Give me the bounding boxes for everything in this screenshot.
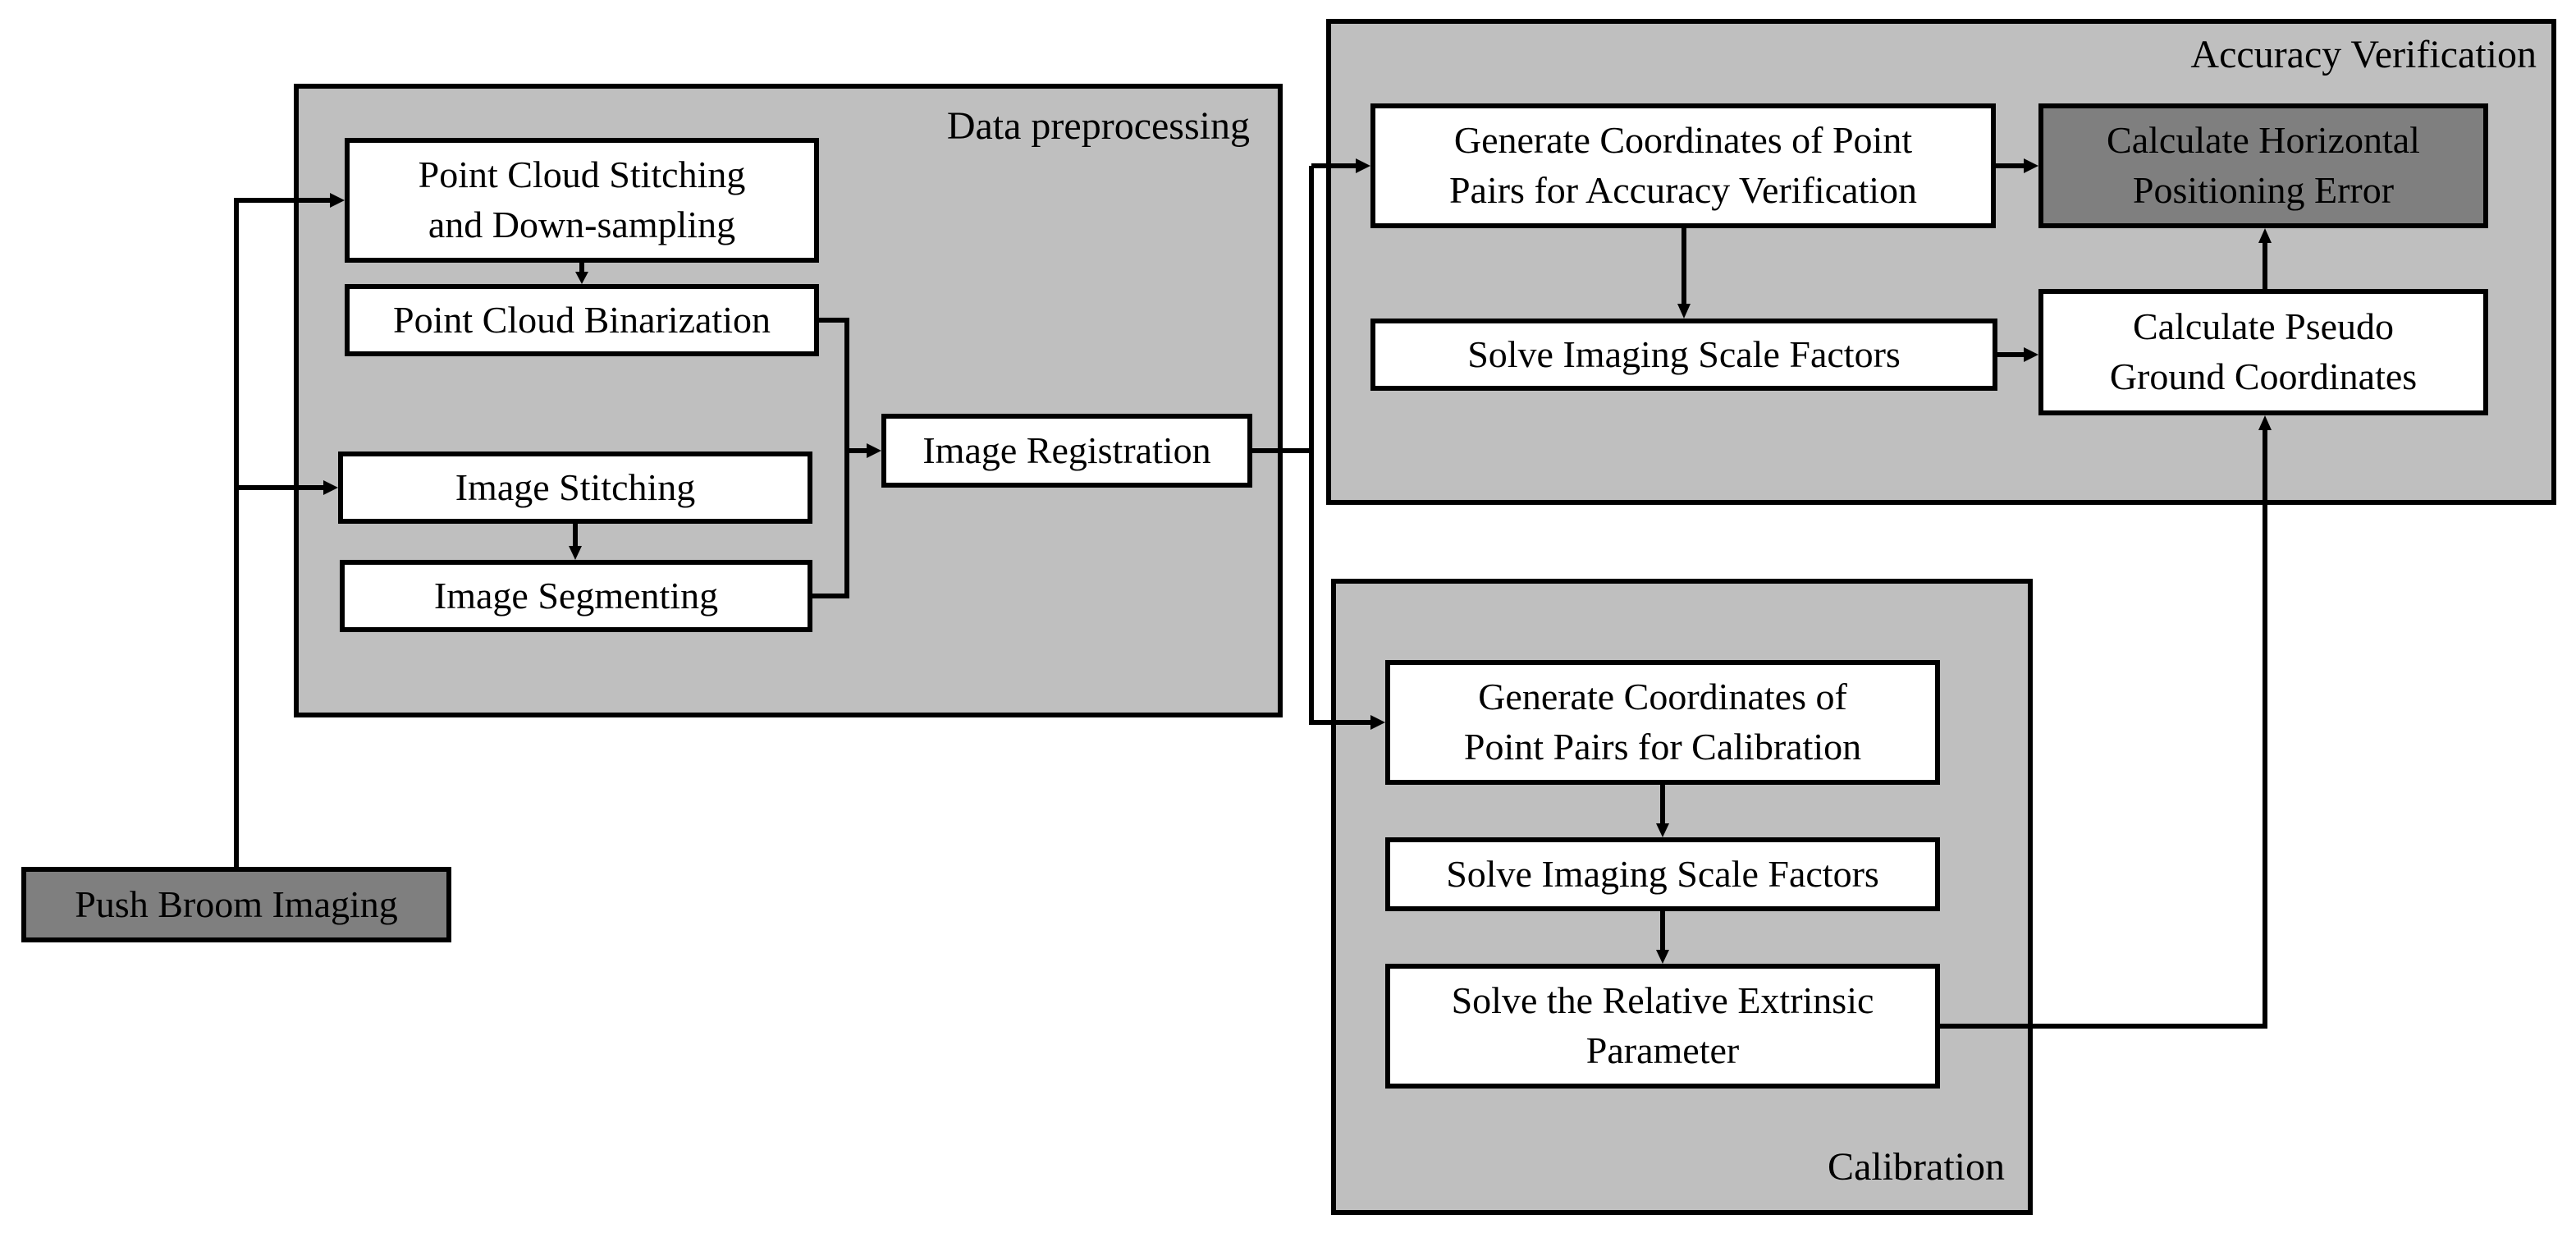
solve-relative-extrinsic-line1: Solve the Relative Extrinsic [1451,979,1874,1022]
image-segmenting-box: Image Segmenting [340,560,812,632]
image-registration-text: Image Registration [922,429,1211,471]
solve-scale-factors-calibration-text: Solve Imaging Scale Factors [1446,852,1879,895]
solve-scale-factors-calibration-box: Solve Imaging Scale Factors [1385,837,1940,911]
push-broom-imaging-box: Push Broom Imaging [21,867,451,942]
calculate-horizontal-positioning-error-line2: Positioning Error [2132,169,2395,211]
solve-scale-factors-accuracy-text: Solve Imaging Scale Factors [1467,332,1901,375]
calculate-horizontal-positioning-error-box: Calculate Horizontal Positioning Error [2038,103,2488,228]
calibration-label: Calibration [1828,1145,2005,1189]
point-cloud-stitching-line1: Point Cloud Stitching [418,154,746,196]
generate-calibration-point-pairs-line2: Point Pairs for Calibration [1463,726,1862,768]
calculate-horizontal-positioning-error-line1: Calculate Horizontal [2107,119,2420,162]
data-preprocessing-label: Data preprocessing [946,104,1250,148]
solve-relative-extrinsic-box: Solve the Relative Extrinsic Parameter [1385,964,1940,1089]
calculate-pseudo-ground-coordinates-line2: Ground Coordinates [2109,355,2418,397]
solve-relative-extrinsic-line2: Parameter [1585,1029,1740,1071]
calculate-pseudo-ground-coordinates-line1: Calculate Pseudo [2132,305,2395,348]
image-segmenting-text: Image Segmenting [433,574,719,616]
image-stitching-text: Image Stitching [455,465,696,508]
point-cloud-stitching-box: Point Cloud Stitching and Down-sampling [345,138,819,263]
solve-scale-factors-accuracy-box: Solve Imaging Scale Factors [1370,319,1997,391]
image-stitching-box: Image Stitching [338,451,812,524]
generate-accuracy-point-pairs-box: Generate Coordinates of Point Pairs for … [1370,103,1996,228]
generate-accuracy-point-pairs-line2: Pairs for Accuracy Verification [1448,169,1918,211]
generate-calibration-point-pairs-line1: Generate Coordinates of [1478,676,1847,718]
image-registration-box: Image Registration [881,414,1252,488]
accuracy-verification-label: Accuracy Verification [2190,33,2537,76]
accuracy-verification-group: Accuracy Verification [1326,19,2556,505]
generate-accuracy-point-pairs-line1: Generate Coordinates of Point [1453,119,1913,162]
point-cloud-binarization-box: Point Cloud Binarization [345,284,819,356]
generate-calibration-point-pairs-box: Generate Coordinates of Point Pairs for … [1385,660,1940,785]
calculate-pseudo-ground-coordinates-box: Calculate Pseudo Ground Coordinates [2038,289,2488,415]
point-cloud-binarization-text: Point Cloud Binarization [393,298,771,341]
push-broom-imaging-text: Push Broom Imaging [75,882,398,925]
point-cloud-stitching-line2: and Down-sampling [428,204,736,245]
